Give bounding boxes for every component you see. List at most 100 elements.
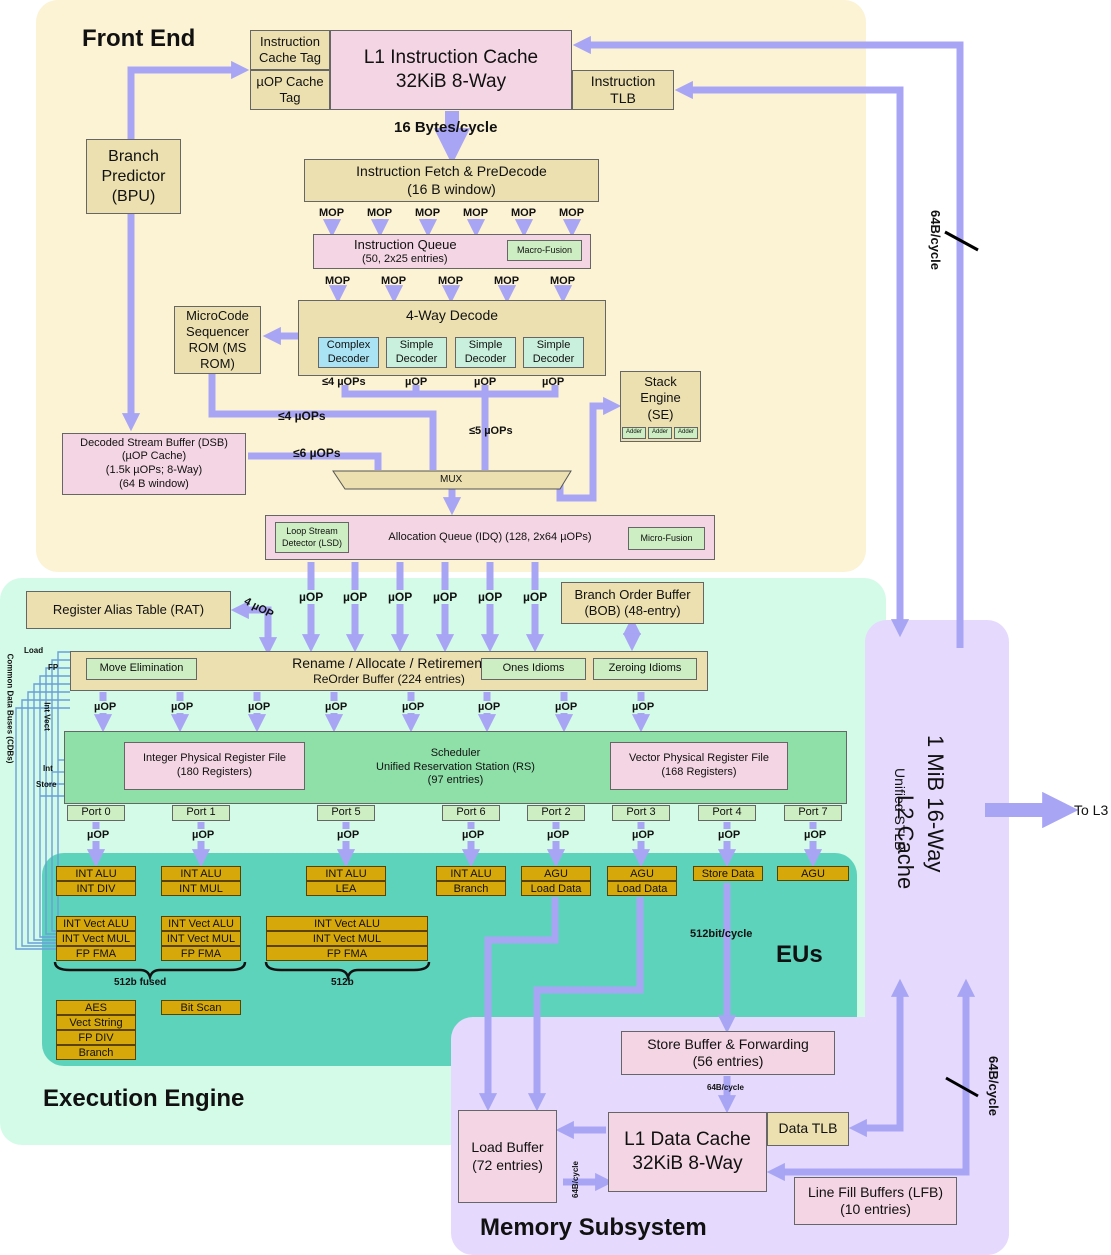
- arrow-l2-to-itlb: [674, 80, 910, 638]
- to-l3-label: To L3: [1074, 802, 1109, 818]
- memory-subsystem-title: Memory Subsystem: [480, 1214, 707, 1241]
- lb-line2: (72 entries): [472, 1156, 543, 1173]
- rob-uop-label-3: µOP: [248, 701, 271, 713]
- itlb-label: Instruction TLB: [590, 72, 656, 107]
- fused-512b-label: 512b fused: [114, 977, 167, 988]
- uop-cache-tag-box: µOP Cache Tag: [250, 70, 330, 110]
- eu-port6-unit-1: INT ALU: [436, 866, 506, 881]
- port-7: Port 7: [784, 805, 842, 821]
- dsb-box: Decoded Stream Buffer (DSB) (µOP Cache) …: [62, 433, 246, 495]
- lb-bw-label: 64B/cycle: [570, 1161, 580, 1198]
- idq-label: Allocation Queue (IDQ) (128, 2x64 µOPs): [388, 530, 592, 543]
- brace-512b-fused: [53, 961, 247, 982]
- rat-label: Register Alias Table (RAT): [52, 601, 205, 617]
- port-uop-label-1: µOP: [192, 829, 215, 841]
- front-end-title: Front End: [82, 25, 196, 52]
- mop-label-5: MOP: [511, 207, 537, 219]
- integer-prf-box: Integer Physical Register File (180 Regi…: [124, 742, 305, 790]
- sched-line2: Unified Reservation Station (RS): [376, 760, 535, 773]
- lfb-line1: Line Fill Buffers (LFB): [807, 1183, 944, 1200]
- dtlb-box: Data TLB: [767, 1112, 849, 1146]
- port-5: Port 3: [612, 805, 670, 821]
- port-uop-label-7: µOP: [804, 829, 827, 841]
- cdb-line-3: [45, 667, 70, 935]
- l1i-size: 32KiB 8-Way: [395, 71, 507, 92]
- micro-fusion-box: Micro-Fusion: [628, 527, 705, 550]
- icache-tag-label: Instruction Cache Tag: [259, 33, 321, 65]
- itlb-box: Instruction TLB: [572, 70, 674, 110]
- idq-uop-label-6: µOP: [522, 590, 549, 604]
- adder-label-1: Adder: [625, 429, 642, 436]
- adder-1: Adder: [622, 427, 646, 439]
- simple-decoder-1-label: Simple Decoder: [395, 338, 438, 365]
- adder-3: Adder: [674, 427, 698, 439]
- iq-title: Instruction Queue: [354, 236, 457, 252]
- l1d-line2: 32KiB 8-Way: [632, 1153, 743, 1174]
- port-label-4: Port 2: [541, 806, 571, 819]
- vec-port0-unit-1: INT Vect ALU: [56, 916, 136, 931]
- simple-decoder-1: Simple Decoder: [386, 337, 447, 368]
- port-uop-label-2: µOP: [337, 829, 360, 841]
- rob-uop-label-8: µOP: [632, 701, 655, 713]
- eu-port7: AGU: [777, 866, 849, 881]
- adder-2: Adder: [648, 427, 672, 439]
- decoder-out-complex: ≤4 µOPs: [322, 376, 366, 388]
- vec-port5-unit-2: INT Vect MUL: [266, 931, 428, 946]
- stack-engine-label: Stack Engine (SE): [640, 374, 681, 422]
- execution-engine-title: Execution Engine: [43, 1085, 245, 1112]
- port-label-1: Port 1: [186, 806, 216, 819]
- misc-port1-unit-1: Bit Scan: [161, 1000, 241, 1015]
- port-label-2: Port 5: [331, 806, 361, 819]
- port-uop-label-6: µOP: [718, 829, 741, 841]
- dtlb-label: Data TLB: [778, 1120, 838, 1137]
- store-buffer-box: Store Buffer & Forwarding (56 entries): [621, 1031, 835, 1075]
- port-6: Port 4: [698, 805, 756, 821]
- int-prf-line2: (180 Registers): [176, 766, 253, 778]
- port-4: Port 2: [527, 805, 585, 821]
- arrow-decode-to-mux: [341, 385, 559, 470]
- cdb-load-label: Load: [24, 646, 44, 655]
- cdb-int-label: Int: [43, 764, 53, 773]
- simple-decoder-2: Simple Decoder: [455, 337, 516, 368]
- vec-port1-unit-3: FP FMA: [161, 946, 241, 961]
- decoder-out-2: µOP: [474, 376, 497, 388]
- port-uop-label-5: µOP: [632, 829, 655, 841]
- port-2: Port 5: [317, 805, 375, 821]
- eus-title: EUs: [776, 941, 823, 968]
- msrom-uops-label: ≤4 µOPs: [278, 409, 326, 423]
- l2-bw-top: 64B/cycle: [928, 210, 943, 270]
- dsb-line3: (64 B window): [119, 477, 189, 490]
- port-label-7: Port 7: [798, 806, 828, 819]
- branch-predictor: Branch Predictor (BPU): [86, 139, 181, 214]
- rob-uop-label-2: µOP: [171, 701, 194, 713]
- decoder-out-3: µOP: [542, 376, 565, 388]
- eu-port5-unit-1: INT ALU: [306, 866, 386, 881]
- decode-uops-label: ≤5 µOPs: [469, 425, 513, 437]
- rob-uop-label-7: µOP: [555, 701, 578, 713]
- vec-port5-unit-1: INT Vect ALU: [266, 916, 428, 931]
- misc-port1: Bit Scan: [161, 1000, 241, 1015]
- rob-uop-label-4: µOP: [325, 701, 348, 713]
- cdb-title: Common Data Buses (CDBs): [5, 653, 15, 764]
- port-1: Port 1: [172, 805, 230, 821]
- cdb-line-7: [21, 699, 70, 947]
- dsb-line2: (1.5k µOPs; 8-Way): [105, 464, 203, 476]
- vector-prf-box: Vector Physical Register File (168 Regis…: [610, 742, 788, 790]
- port-label-6: Port 4: [712, 806, 742, 819]
- iq-sub: (50, 2x25 entries): [362, 252, 448, 265]
- port5-512b-label: 512b: [331, 977, 354, 988]
- port-0: Port 0: [67, 805, 125, 821]
- vec-port0-unit-3: FP FMA: [56, 946, 136, 961]
- l1d-line1: L1 Data Cache: [624, 1129, 751, 1151]
- idq-uop-label-4: µOP: [432, 590, 459, 604]
- eu-port6-unit-2: Branch: [436, 881, 506, 896]
